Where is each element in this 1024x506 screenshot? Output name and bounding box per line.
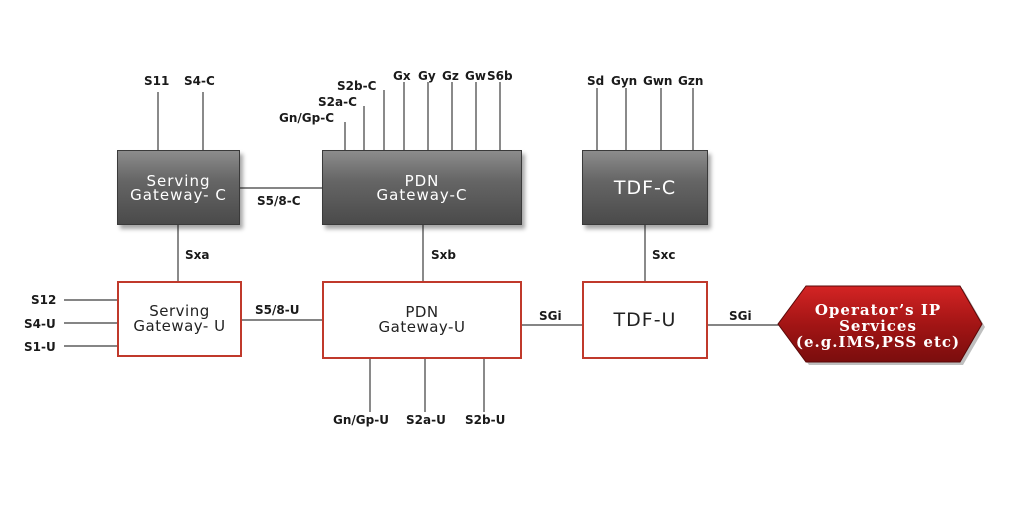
interface-label-gwn: Gwn: [643, 74, 673, 88]
interface-label-s12: S12: [31, 293, 57, 307]
interface-label-gz: Gz: [442, 69, 459, 83]
interface-label-s58c: S5/8-C: [257, 194, 301, 208]
serving-gateway-c: Serving Gateway- C: [117, 150, 240, 225]
pdn-gateway-c: PDN Gateway-C: [322, 150, 522, 225]
pdn-gateway-c-label: PDN Gateway-C: [376, 171, 468, 204]
interface-label-s2bc: S2b-C: [337, 79, 377, 93]
interface-label-gngpu: Gn/Gp-U: [333, 413, 389, 427]
interface-label-gy: Gy: [418, 69, 436, 83]
pdn-gateway-u: PDN Gateway-U: [322, 281, 522, 359]
interface-label-s4u: S4-U: [24, 317, 56, 331]
serving-gateway-u: Serving Gateway- U: [117, 281, 242, 357]
interface-label-gw: Gw: [465, 69, 486, 83]
interface-label-s6b: S6b: [487, 69, 513, 83]
interface-label-gyn: Gyn: [611, 74, 638, 88]
interface-label-sgi-1: SGi: [539, 309, 562, 323]
interface-label-sxa: Sxa: [185, 248, 210, 262]
pdn-gateway-u-label: PDN Gateway-U: [378, 303, 466, 336]
interface-label-s2au: S2a-U: [406, 413, 446, 427]
interface-label-sxb: Sxb: [431, 248, 456, 262]
interface-label-gx: Gx: [393, 69, 411, 83]
interface-label-sd: Sd: [587, 74, 605, 88]
serving-gateway-c-label: Serving Gateway- C: [130, 171, 227, 204]
tdf-u: TDF-U: [582, 281, 708, 359]
serving-gateway-u-label: Serving Gateway- U: [133, 302, 226, 335]
operator-ip-services-label: Operator’s IP Services (e.g.IMS,PSS etc): [795, 301, 961, 351]
interface-label-s11: S11: [144, 74, 170, 88]
interface-label-s4c: S4-C: [184, 74, 215, 88]
tdf-c: TDF-C: [582, 150, 708, 225]
tdf-c-label: TDF-C: [613, 176, 677, 199]
interface-label-s2ac: S2a-C: [318, 95, 357, 109]
tdf-u-label: TDF-U: [613, 308, 677, 331]
interface-label-sgi-2: SGi: [729, 309, 752, 323]
interface-label-s1u: S1-U: [24, 340, 56, 354]
interface-label-sxc: Sxc: [652, 248, 676, 262]
interface-label-gngpc: Gn/Gp-C: [279, 111, 335, 125]
interface-label-gzn: Gzn: [678, 74, 704, 88]
interface-label-s2bu: S2b-U: [465, 413, 506, 427]
interface-label-s58u: S5/8-U: [255, 303, 300, 317]
